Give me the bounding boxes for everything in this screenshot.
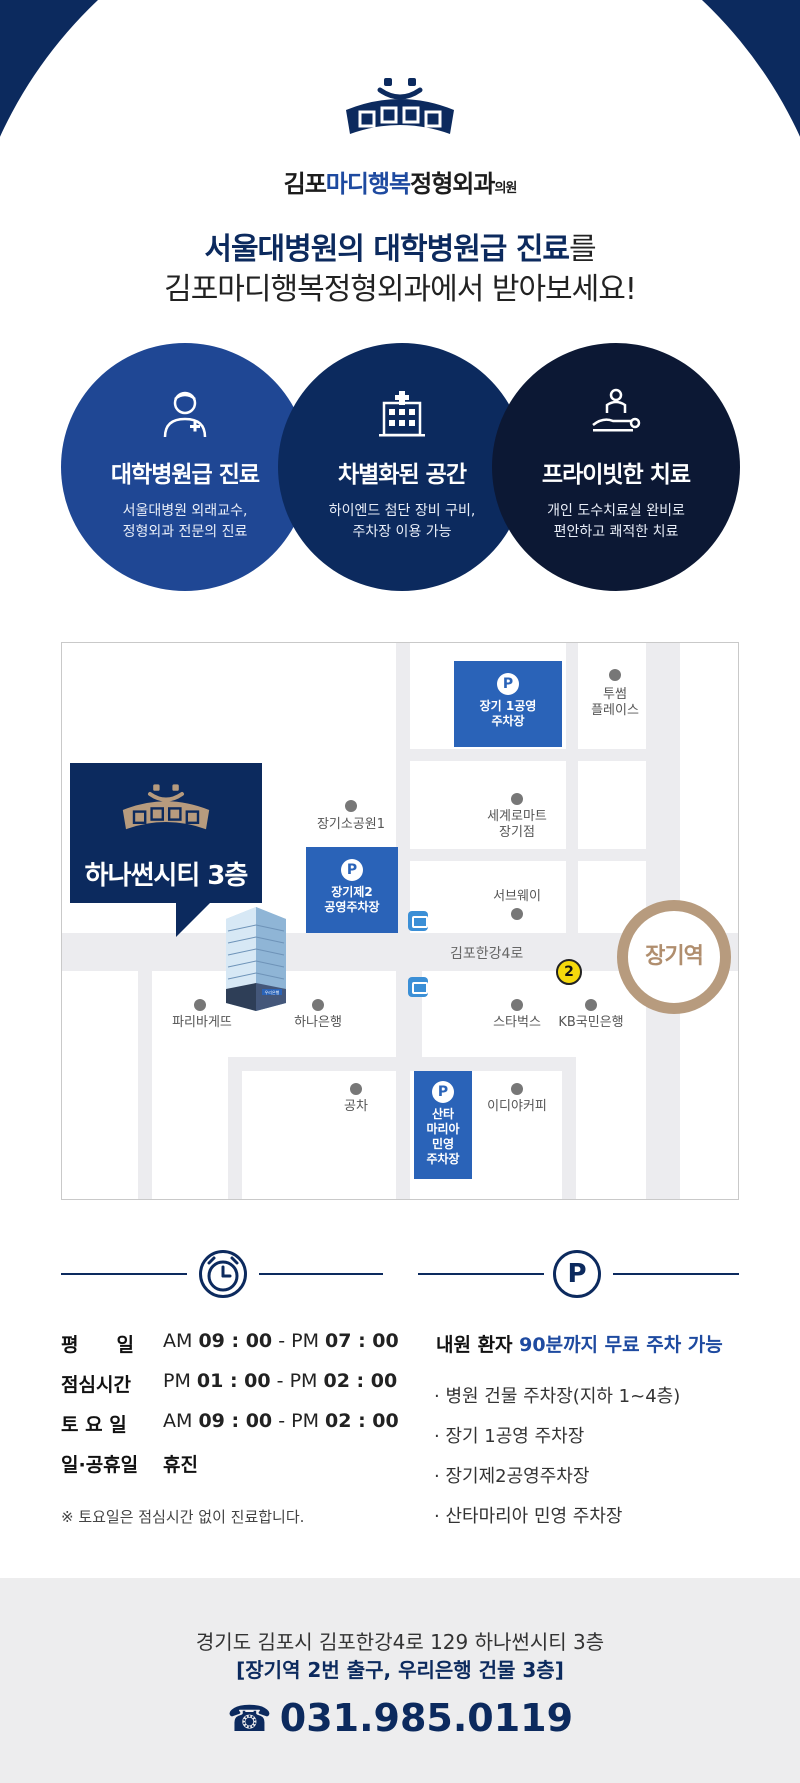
- poi-kb-bank: KB국민은행: [558, 1015, 624, 1030]
- poi-paris-baguette: 파리바게뜨: [172, 1015, 232, 1030]
- clinic-logo: [340, 74, 460, 146]
- header-background: [0, 0, 800, 300]
- side-road: [566, 761, 578, 935]
- poi-pin: [350, 1083, 362, 1095]
- hana-suncity-building: 우리은행: [226, 907, 286, 1011]
- clinic-logo: [122, 784, 210, 830]
- header-arch: [0, 0, 800, 300]
- clinic-name: 김포마디행복정형외과의원: [283, 170, 518, 198]
- poi-pin: [511, 1083, 523, 1095]
- doctor-icon: [163, 391, 207, 438]
- hours-row-weekday: 평 일 AM 09 : 00 - PM 07 : 00: [61, 1330, 399, 1356]
- poi-hana-bank: 하나은행: [294, 1015, 342, 1030]
- side-road: [410, 849, 646, 861]
- parking-icon: P: [553, 1250, 601, 1298]
- poi-gongcha: 공차: [344, 1099, 368, 1114]
- bus-stop-icon: [408, 911, 428, 931]
- bus-stop-icon: [408, 977, 428, 997]
- parking-item: · 병원 건물 주차장(지하 1~4층): [434, 1386, 681, 1407]
- side-road: [228, 1057, 242, 1199]
- side-road: [566, 643, 578, 763]
- hours-row-holiday: 일·공휴일 휴진: [61, 1454, 198, 1476]
- feature-title: 차별화된 공간: [338, 462, 467, 488]
- parking-item: · 장기제2공영주차장: [434, 1466, 590, 1487]
- poi-pin: [511, 999, 523, 1011]
- hospital-building-icon: [379, 391, 425, 437]
- poi-pin: [511, 793, 523, 805]
- poi-starbucks: 스타벅스: [493, 1015, 541, 1030]
- clock-icon: [199, 1250, 247, 1298]
- bank-sign: 우리은행: [265, 989, 280, 995]
- poi-pin: [312, 999, 324, 1011]
- side-road: [138, 971, 152, 1199]
- parking-divider-right: [613, 1273, 739, 1275]
- parking-item: · 장기 1공영 주차장: [434, 1426, 585, 1447]
- poi-pin: [345, 800, 357, 812]
- poi-ediya: 이디야커피: [487, 1099, 547, 1114]
- parking-icon: P: [341, 859, 363, 881]
- phone-icon: ☎: [226, 1699, 272, 1740]
- parking-info-title: 내원 환자 90분까지 무료 주차 가능: [436, 1334, 723, 1356]
- feature-desc: 서울대병원 외래교수,정형외과 전문의 진료: [122, 503, 248, 540]
- massage-treatment-icon: [592, 388, 641, 432]
- saturday-note: ※ 토요일은 점심시간 없이 진료합니다.: [61, 1508, 305, 1526]
- hours-divider-right: [259, 1273, 383, 1275]
- phone-number[interactable]: ☎031.985.0119: [226, 1696, 574, 1740]
- feature-differentiated-space: 차별화된 공간 하이엔드 첨단 장비 구비,주차장 이용 가능: [278, 343, 526, 591]
- headline-line2: 김포마디행복정형외과에서 받아보세요!: [164, 272, 637, 307]
- jangi-station[interactable]: 장기역: [617, 900, 731, 1014]
- parking-icon: P: [432, 1081, 454, 1103]
- feature-title: 프라이빗한 치료: [541, 462, 691, 488]
- poi-pin: [585, 999, 597, 1011]
- parking-icon: P: [497, 673, 519, 695]
- feature-university-care: 대학병원급 진료 서울대병원 외래교수,정형외과 전문의 진료: [61, 343, 309, 591]
- hours-row-lunch: 점심시간 PM 01 : 00 - PM 02 : 00: [61, 1370, 398, 1396]
- address: 경기도 김포시 김포한강4로 129 하나썬시티 3층: [195, 1630, 605, 1654]
- feature-title: 대학병원급 진료: [110, 462, 260, 488]
- side-road: [562, 1057, 576, 1199]
- parking-item: · 산타마리아 민영 주차장: [434, 1506, 623, 1527]
- headline-line1: 서울대병원의 대학병원급 진료를: [204, 232, 596, 267]
- building-callout: 하나썬시티 3층: [70, 763, 262, 937]
- parking-divider-left: [418, 1273, 544, 1275]
- poi-pin: [609, 669, 621, 681]
- subway-exit-badge: 2: [556, 959, 582, 985]
- hours-divider-left: [61, 1273, 187, 1275]
- feature-desc: 하이엔드 첨단 장비 구비,주차장 이용 가능: [328, 503, 476, 540]
- side-road: [228, 1057, 568, 1071]
- hours-row-saturday: 토 요 일 AM 09 : 00 - PM 02 : 00: [61, 1410, 399, 1436]
- poi-pin: [194, 999, 206, 1011]
- footer: 경기도 김포시 김포한강4로 129 하나썬시티 3층 [장기역 2번 출구, …: [0, 1578, 800, 1783]
- directions: [장기역 2번 출구, 우리은행 건물 3층]: [236, 1658, 564, 1682]
- building-floor-label: 하나썬시티 3층: [84, 861, 249, 891]
- poi-subway: 서브웨이: [493, 889, 541, 904]
- poi-pin: [511, 908, 523, 920]
- road-label: 김포한강4로: [450, 946, 524, 962]
- side-road: [410, 749, 646, 761]
- poi-park: 장기소공원1: [316, 817, 386, 832]
